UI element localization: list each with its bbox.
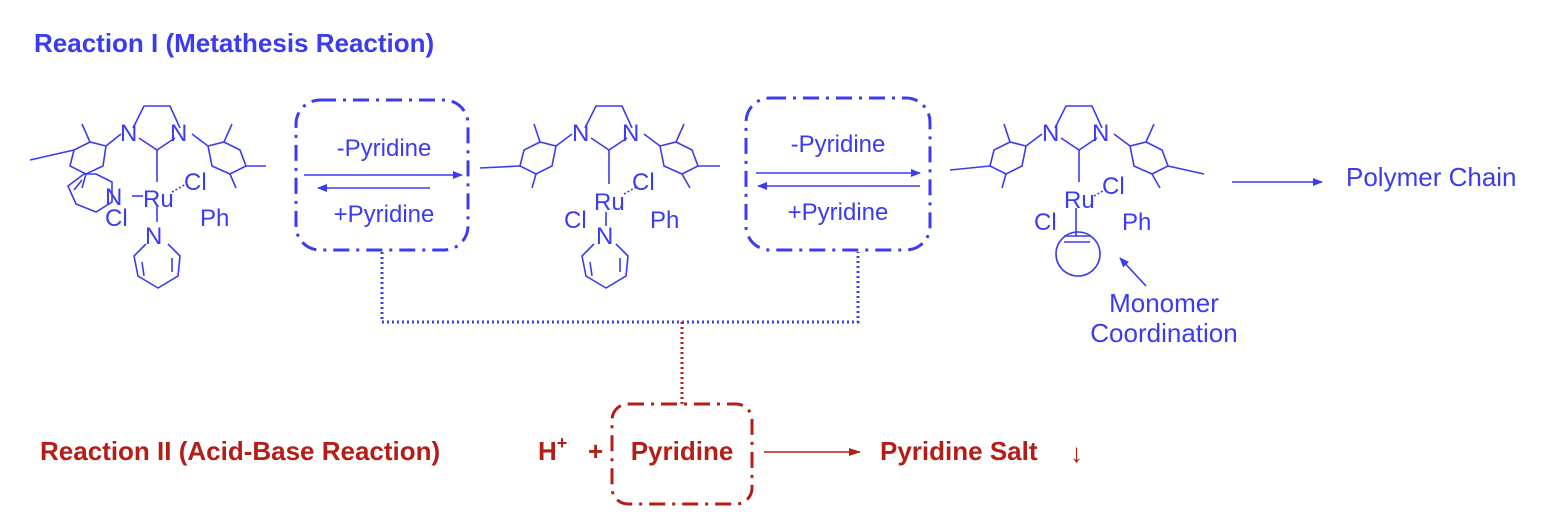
c1-pyridine-n-upper: N	[105, 184, 122, 211]
eq2-reverse-label: +Pyridine	[788, 199, 889, 226]
c1-n-right: N	[170, 120, 187, 147]
reaction-2-plus: +	[588, 436, 603, 466]
c1-cl-top: Cl	[184, 169, 207, 196]
c1-ph: Ph	[200, 205, 229, 232]
proton-symbol: H+	[538, 433, 567, 466]
precipitate-arrow: ↓	[1070, 438, 1083, 468]
ruthenium-complex-2	[479, 105, 720, 289]
eq1-reverse-label: +Pyridine	[334, 201, 435, 228]
pyridine-connector-blue	[380, 252, 860, 324]
c2-cl-top: Cl	[632, 169, 655, 196]
c3-metal: Ru	[1064, 187, 1095, 214]
monomer-coordination-pointer	[1119, 257, 1147, 287]
c1-pyridine-n-lower: N	[145, 223, 162, 250]
ruthenium-complex-1	[29, 105, 266, 289]
c1-n-left: N	[120, 120, 137, 147]
proton-label: H	[538, 436, 557, 466]
c2-pyridine-n: N	[596, 223, 613, 250]
c2-cl-bottom: Cl	[564, 207, 587, 234]
c3-cl-top: Cl	[1102, 173, 1125, 200]
pyridine-reactant-label: Pyridine	[631, 436, 734, 466]
c2-n-left: N	[572, 120, 589, 147]
eq1-forward-label: -Pyridine	[337, 135, 432, 162]
c3-n-right: N	[1092, 120, 1109, 147]
c3-n-left: N	[1042, 120, 1059, 147]
complex-3-labels: N N Ru Cl Ph Cl	[1034, 120, 1151, 236]
annotation-monomer: Monomer	[1109, 288, 1219, 318]
polymer-chain-label: Polymer Chain	[1346, 162, 1517, 192]
equilibrium-box-2	[744, 96, 932, 252]
annotation-coordination: Coordination	[1090, 318, 1237, 348]
c1-cl-bottom: Cl	[105, 205, 128, 232]
complex-2-labels: N N Ru Cl Ph Cl N	[564, 120, 679, 250]
c2-ph: Ph	[650, 207, 679, 234]
c3-cl-bottom: Cl	[1034, 209, 1057, 236]
reaction-2-title: Reaction II (Acid-Base Reaction)	[40, 436, 440, 466]
complex-1-labels: N N Ru Cl Ph Cl N N	[105, 120, 229, 250]
c3-ph: Ph	[1122, 209, 1151, 236]
pyridine-reactant-box	[610, 402, 754, 506]
proton-charge: +	[557, 433, 568, 453]
eq2-forward-label: -Pyridine	[791, 131, 886, 158]
c2-metal: Ru	[594, 189, 625, 216]
ruthenium-complex-3	[949, 105, 1205, 277]
c2-n-right: N	[622, 120, 639, 147]
pyridine-salt-label: Pyridine Salt	[880, 436, 1038, 466]
equilibrium-box-1	[294, 98, 470, 252]
c1-metal: Ru	[143, 186, 174, 213]
reaction-1-title: Reaction I (Metathesis Reaction)	[34, 28, 434, 58]
